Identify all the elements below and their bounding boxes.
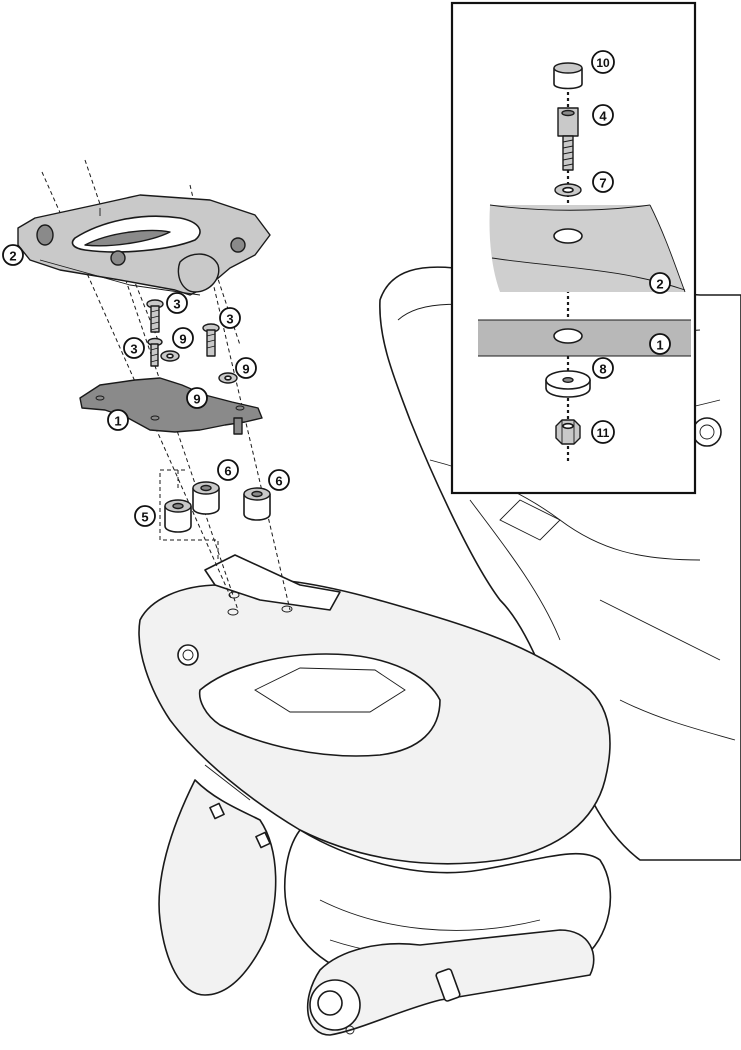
inset-washer [554, 183, 582, 197]
inset-callout-4: 4 [592, 104, 614, 126]
svg-text:6: 6 [224, 464, 231, 479]
spacer-a [192, 481, 220, 515]
svg-text:9: 9 [179, 332, 186, 347]
callout-6-spacer-a: 6 [217, 459, 239, 481]
inset-callout-10: 10 [591, 50, 615, 74]
screw-a [146, 299, 164, 333]
callout-3-screw-a: 3 [166, 292, 188, 314]
svg-text:8: 8 [599, 362, 606, 377]
inset-rubber-washer [545, 370, 591, 398]
callout-5-spacer: 5 [134, 505, 156, 527]
svg-text:2: 2 [656, 277, 663, 292]
svg-text:2: 2 [9, 249, 16, 264]
callout-2-rack: 2 [2, 244, 24, 266]
svg-text:11: 11 [597, 426, 610, 440]
svg-text:3: 3 [226, 312, 233, 327]
inset-callout-1: 1 [649, 333, 671, 355]
svg-text:4: 4 [599, 109, 607, 124]
mounting-plate [79, 377, 263, 435]
detail-inset: 10 4 7 2 1 8 11 [450, 1, 697, 495]
top-rack [17, 194, 271, 296]
callout-1-plate: 1 [107, 409, 129, 431]
svg-text:3: 3 [173, 297, 180, 312]
svg-text:5: 5 [141, 510, 148, 525]
callout-3-screw-b: 3 [123, 337, 145, 359]
svg-text:1: 1 [114, 414, 121, 429]
svg-text:9: 9 [242, 362, 249, 377]
screw-b [147, 337, 163, 367]
inset-callout-2: 2 [649, 272, 671, 294]
inset-callout-7: 7 [592, 171, 614, 193]
main-callouts: 2 3 3 3 9 9 9 1 6 6 5 [2, 244, 290, 527]
inset-nut [555, 419, 581, 445]
svg-text:7: 7 [599, 176, 606, 191]
svg-text:1: 1 [656, 338, 663, 353]
screw-c [202, 323, 220, 357]
callout-3-screw-c: 3 [219, 307, 241, 329]
callout-9-washer-a: 9 [172, 327, 194, 349]
spacer-short [164, 499, 192, 533]
inset-bolt [557, 107, 579, 171]
inset-callout-11: 11 [591, 420, 615, 444]
screws [146, 299, 220, 367]
inset-cap [553, 62, 583, 90]
svg-text:10: 10 [596, 56, 610, 70]
callout-9-washer-c: 9 [186, 387, 208, 409]
svg-text:9: 9 [193, 392, 200, 407]
svg-text:6: 6 [275, 474, 282, 489]
callout-9-washer-b: 9 [235, 357, 257, 379]
spacers [164, 481, 271, 533]
callout-6-spacer-b: 6 [268, 469, 290, 491]
spacer-b [243, 487, 271, 521]
inset-callout-8: 8 [592, 357, 614, 379]
svg-text:3: 3 [130, 342, 137, 357]
